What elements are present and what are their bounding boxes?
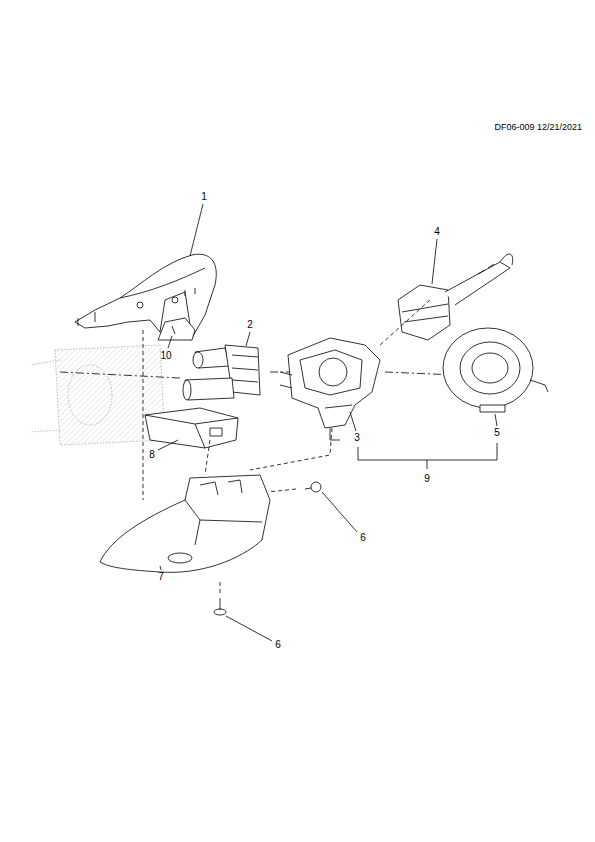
screw [214,482,321,615]
callout-number: 6 [275,640,281,650]
callout-number: 9 [424,474,430,484]
group-bracket [358,443,497,469]
wiper-switch [398,254,513,340]
switch-housing [280,338,380,440]
leader-line [158,204,497,641]
upper-shroud [75,254,216,338]
callout-number: 8 [149,450,155,460]
callout-number: 3 [354,433,360,443]
bracket [158,318,195,340]
callout-number: 10 [160,351,171,361]
lower-shroud [100,475,270,572]
module [145,408,238,448]
callout-number: 6 [360,533,366,543]
light-switch [183,345,260,400]
callout-number: 5 [494,428,500,438]
callout-number: 7 [158,572,164,582]
clock-spring [443,328,548,412]
callout-number: 1 [201,192,207,202]
assembly-line [143,300,430,596]
callout-number: 4 [434,227,440,237]
drawing-id: DF06-009 12/21/2021 [494,123,582,132]
steering-column [30,345,165,445]
callout-number: 2 [247,320,253,330]
